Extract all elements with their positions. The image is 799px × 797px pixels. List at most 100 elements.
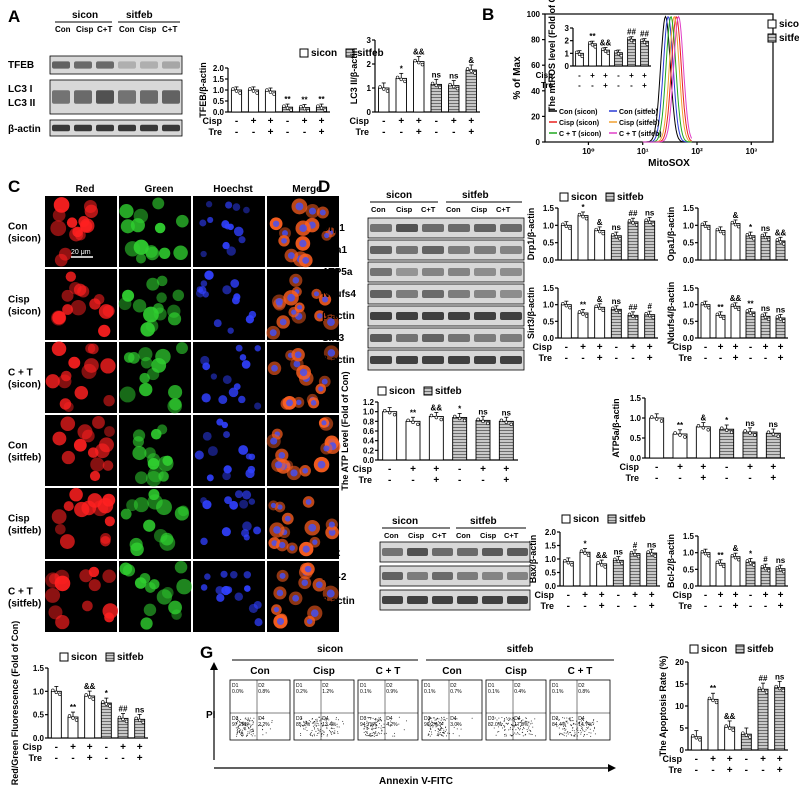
event-dot [248, 728, 250, 730]
lane-label: Cisp [76, 25, 93, 34]
event-dot [371, 727, 373, 729]
significance-label: * [749, 550, 753, 559]
event-dot [368, 735, 370, 737]
quadrant-label: D2 [514, 683, 521, 689]
sign-tre: - [678, 473, 681, 484]
cell [221, 220, 230, 229]
cell [200, 280, 208, 287]
event-dot [239, 724, 241, 726]
event-dot [328, 719, 330, 721]
event-dot [383, 723, 385, 725]
significance-label: && [596, 551, 608, 560]
event-dot [246, 724, 248, 726]
y-tick-label: 80 [531, 36, 540, 45]
sign-cisp: - [286, 116, 289, 127]
cell [50, 220, 67, 237]
event-dot [242, 721, 244, 723]
event-dot [376, 727, 378, 729]
significance-label: && [730, 294, 742, 303]
sign-cisp: + [642, 71, 647, 80]
event-dot [389, 724, 391, 726]
event-dot [594, 726, 596, 728]
sign-cisp: + [597, 342, 603, 353]
x-tick-label: 10² [691, 147, 703, 156]
significance-label: * [583, 539, 587, 548]
event-dot [513, 721, 515, 723]
nucleus [279, 541, 286, 549]
sign-tre: + [733, 601, 739, 612]
sign-tre: - [617, 601, 620, 612]
event-dot [261, 726, 263, 728]
event-dot [583, 734, 585, 736]
event-dot [261, 728, 263, 730]
data-point [583, 551, 587, 555]
sign-cisp: + [632, 590, 638, 601]
quadrant-value: 3.0% [450, 722, 462, 728]
blot-band [474, 224, 496, 232]
event-dot [563, 721, 565, 723]
y-tick-label: 1.0 [683, 301, 695, 310]
event-dot [374, 724, 376, 726]
event-dot [513, 726, 515, 728]
event-dot [441, 718, 443, 720]
dot-plot [549, 679, 611, 741]
blot-band [500, 290, 522, 298]
group-label-sicon: sicon [72, 10, 98, 21]
data-point [760, 564, 765, 569]
y-tick-label: 3 [367, 36, 372, 45]
quadrant-label: D2 [322, 683, 329, 689]
event-dot [496, 719, 498, 721]
legend-swatch-sifeb [767, 33, 777, 43]
event-dot [573, 734, 575, 736]
y-tick-label: 3 [565, 24, 570, 33]
lane-label: C+T [162, 25, 177, 34]
cell [204, 573, 211, 580]
legend-label-sicon: sicon [311, 48, 337, 59]
event-dot [576, 735, 578, 737]
event-dot [442, 732, 444, 734]
y-tick-label: 0.5 [213, 97, 225, 106]
cell [53, 197, 70, 213]
cell [230, 279, 240, 288]
y-tick-label: 10 [675, 702, 684, 711]
event-dot [518, 719, 520, 721]
event-dot [519, 722, 521, 724]
cell [61, 450, 76, 465]
event-dot [505, 717, 507, 719]
event-dot [514, 725, 516, 727]
cell [225, 201, 233, 209]
event-dot [326, 724, 328, 726]
legend-label-sifeb: sitfeb [747, 644, 774, 655]
event-dot [331, 721, 333, 723]
event-dot [443, 719, 445, 721]
quadrant-label: D1 [232, 683, 239, 689]
event-dot [526, 717, 528, 719]
event-dot [563, 725, 565, 727]
event-dot [565, 732, 567, 734]
sign-cisp: - [704, 342, 707, 353]
event-dot [237, 726, 239, 728]
event-dot [375, 724, 377, 726]
blot-band [407, 572, 428, 580]
nucleus [270, 437, 278, 445]
significance-label: ## [627, 28, 636, 37]
event-dot [440, 716, 442, 718]
event-dot [331, 731, 333, 733]
data-point [403, 79, 407, 84]
sign-cisp: + [747, 462, 753, 473]
y-axis-label: PI [206, 710, 216, 721]
event-dot [522, 735, 524, 737]
event-dot [439, 726, 441, 728]
event-dot [525, 717, 527, 719]
legend-swatch-sifeb [423, 386, 433, 396]
data-point [618, 310, 622, 315]
data-point [764, 690, 769, 694]
cell [231, 296, 240, 305]
significance-label: * [725, 416, 729, 425]
sign-tre: - [565, 353, 568, 364]
event-dot [333, 728, 335, 730]
blot-band [118, 61, 136, 69]
event-dot [242, 729, 244, 731]
panel-a-blots: sicon sitfeb Con Cisp C+T Con Cisp C+T T… [8, 10, 183, 137]
event-dot [523, 722, 525, 724]
